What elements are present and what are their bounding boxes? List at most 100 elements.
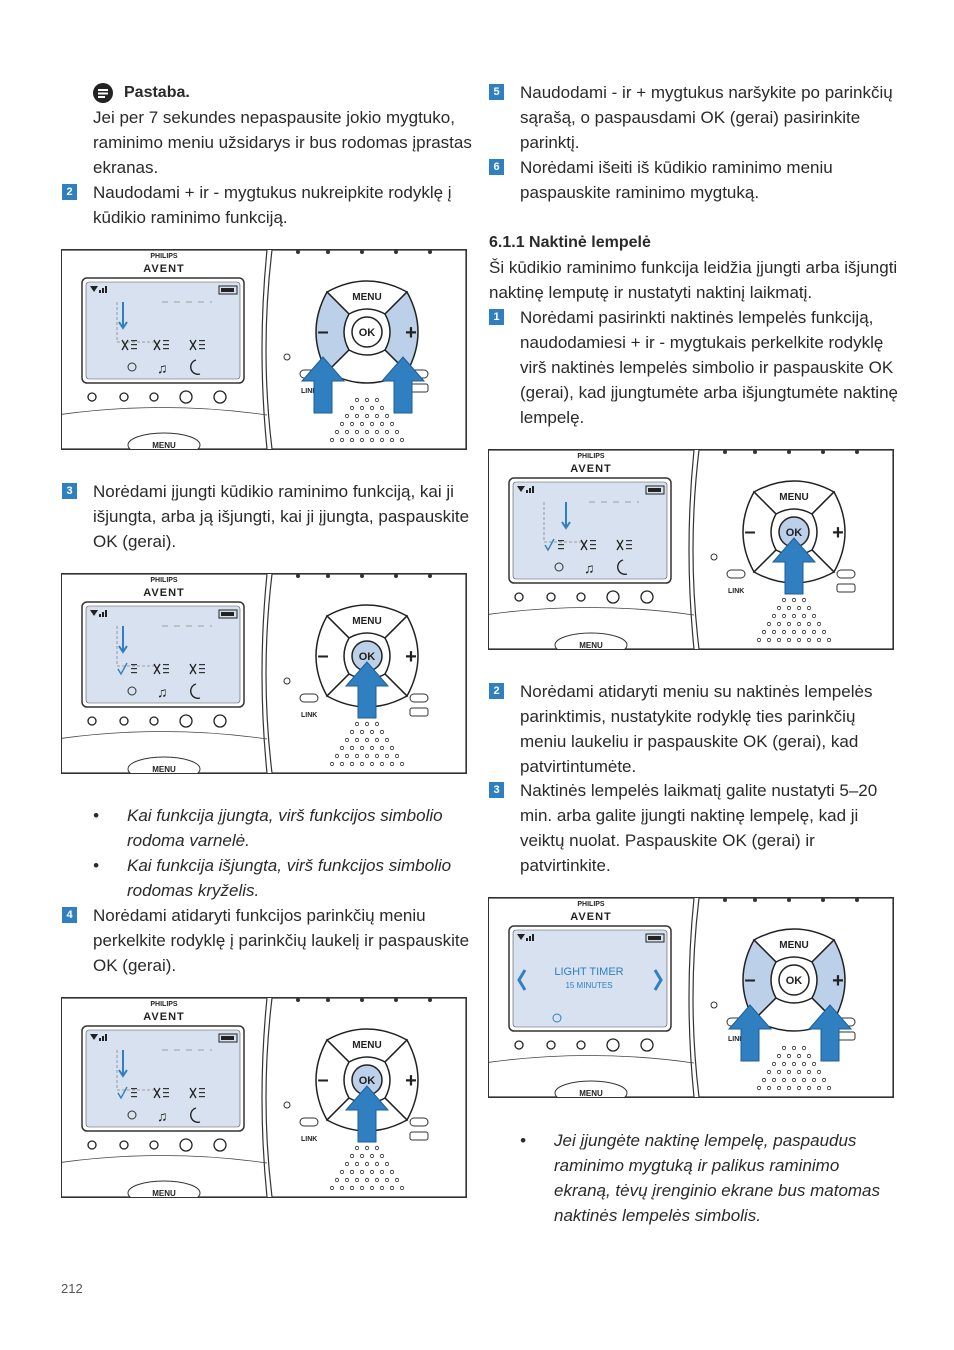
press-arrow-icon — [727, 1004, 773, 1062]
lcd-screen — [85, 1029, 241, 1128]
bullet-item: • Kai funkcija išjungta, virš funkcijos … — [93, 856, 452, 900]
step-text: Norėdami išeiti iš kūdikio raminimo meni… — [520, 158, 833, 202]
device-svg: PHILIPS AVENT ♫ MENU MENU – + OK LINK — [62, 998, 466, 1197]
light-timer-label: LIGHT TIMER — [554, 966, 623, 978]
link-label: LINK — [301, 388, 317, 395]
step-text: Naudodami - ir + mygtukus naršykite po p… — [520, 83, 893, 152]
section-intro: Ši kūdikio raminimo funkcija leidžia įju… — [489, 258, 898, 302]
menu-button-label: MENU — [779, 940, 808, 951]
step-2-right: 2 Norėdami atidaryti meniu su naktinės l… — [489, 679, 899, 779]
menu-label-small: MENU — [152, 441, 176, 449]
minus-icon: – — [744, 521, 755, 543]
menu-button-label: MENU — [352, 616, 381, 627]
logo-label: AVENT — [143, 263, 184, 275]
night-light-icon — [554, 562, 564, 572]
brand-label: PHILIPS — [150, 1001, 178, 1008]
ok-button-label: OK — [359, 1075, 376, 1087]
brand-label: PHILIPS — [577, 901, 605, 908]
logo-label: AVENT — [570, 911, 611, 923]
plus-icon: + — [832, 522, 844, 544]
menu-label-small: MENU — [152, 765, 176, 773]
step-1-right: 1 Norėdami pasirinkti naktinės lempelės … — [489, 305, 899, 430]
device-illustration-3: PHILIPS AVENT ♫ MENU MENU – + OK LINK — [61, 997, 467, 1198]
ok-button-label: OK — [786, 975, 803, 987]
step-4-left: 4 Norėdami atidaryti funkcijos parinkčių… — [62, 903, 472, 978]
plus-icon: + — [832, 970, 844, 992]
step-3-left: 3 Norėdami įjungti kūdikio raminimo funk… — [62, 479, 472, 554]
menu-button-label: MENU — [779, 492, 808, 503]
section-heading: 6.1.1 Naktinė lempelė — [489, 234, 651, 251]
battery-icon — [648, 936, 661, 940]
music-icon: ♫ — [157, 684, 168, 700]
press-arrow-icon — [771, 537, 817, 595]
chevron-left-icon — [517, 969, 527, 991]
step-text: Naudodami + ir - mygtukus nukreipkite ro… — [93, 183, 452, 227]
ok-button-label: OK — [359, 651, 376, 663]
step-number: 3 — [62, 483, 77, 499]
moon-icon — [617, 559, 628, 575]
plus-icon: + — [405, 322, 417, 344]
ok-button-label: OK — [786, 527, 803, 539]
battery-icon — [221, 288, 234, 292]
music-icon: ♫ — [157, 1108, 168, 1124]
battery-icon — [648, 488, 661, 492]
press-arrow-icon — [380, 356, 426, 414]
night-light-icon — [127, 686, 137, 696]
plus-icon: + — [405, 1070, 417, 1092]
check-icon — [544, 538, 555, 552]
step-number: 5 — [489, 84, 504, 100]
logo-label: AVENT — [570, 463, 611, 475]
link-label: LINK — [301, 1136, 317, 1143]
step-3-right: 3 Naktinės lempelės laikmatį galite nust… — [489, 778, 899, 878]
menu-label-small: MENU — [579, 641, 603, 649]
menu-button-label: MENU — [352, 292, 381, 303]
press-arrow-icon — [300, 356, 346, 414]
battery-icon — [221, 1036, 234, 1040]
lcd-screen — [85, 605, 241, 704]
step-text: Norėdami įjungti kūdikio raminimo funkci… — [93, 482, 470, 551]
logo-label: AVENT — [143, 587, 184, 599]
menu-label-small: MENU — [579, 1089, 603, 1097]
music-icon: ♫ — [584, 560, 595, 576]
minus-icon: – — [744, 969, 755, 991]
check-icon — [117, 662, 128, 676]
chevron-right-icon — [653, 969, 663, 991]
link-label: LINK — [728, 1036, 744, 1043]
bullet-item: • Kai funkcija įjungta, virš funkcijos s… — [93, 806, 443, 850]
minus-icon: – — [317, 1069, 328, 1091]
night-light-icon — [552, 1013, 562, 1023]
ok-button-label: OK — [359, 327, 376, 339]
step-6-right: 6 Norėdami išeiti iš kūdikio raminimo me… — [489, 155, 899, 205]
pointer-arrow-icon — [118, 626, 128, 654]
press-arrow-icon — [807, 1004, 853, 1062]
menu-label-small: MENU — [152, 1189, 176, 1197]
minus-icon: – — [317, 645, 328, 667]
bullet-item: • Jei įjungėte naktinę lempelę, paspaudu… — [520, 1131, 881, 1225]
night-light-icon — [127, 362, 137, 372]
logo-label: AVENT — [143, 1011, 184, 1023]
page-number: 212 — [61, 1281, 83, 1296]
pointer-arrow-icon — [118, 302, 128, 330]
brand-label: PHILIPS — [150, 577, 178, 584]
plus-icon: + — [405, 646, 417, 668]
menu-button-label: MENU — [352, 1040, 381, 1051]
step-text: Naktinės lempelės laikmatį galite nustat… — [520, 781, 878, 875]
step-number: 3 — [489, 782, 504, 798]
moon-icon — [190, 1107, 201, 1123]
note-text: Jei per 7 sekundes nepaspausite jokio my… — [93, 108, 472, 177]
step-number: 2 — [489, 683, 504, 699]
night-light-icon — [127, 1110, 137, 1120]
device-svg: PHILIPS AVENT ♫ MENU MENU – + OK LINK — [62, 574, 466, 773]
note-icon — [93, 83, 113, 103]
step-number: 1 — [489, 309, 504, 325]
brand-label: PHILIPS — [577, 453, 605, 460]
lcd-screen — [512, 929, 668, 1028]
minus-icon: – — [317, 321, 328, 343]
brand-label: PHILIPS — [150, 253, 178, 260]
step-text: Norėdami atidaryti meniu su naktinės lem… — [520, 682, 873, 776]
link-label: LINK — [301, 712, 317, 719]
